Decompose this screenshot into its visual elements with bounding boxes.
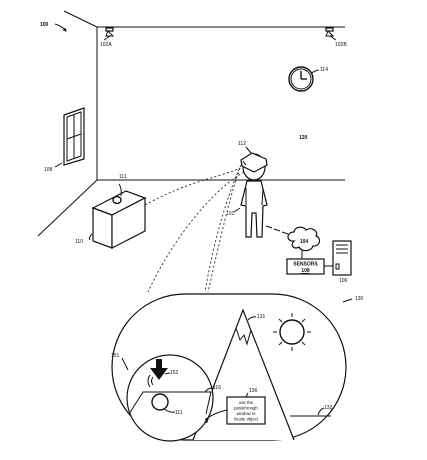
camera-a-leader <box>103 35 111 41</box>
object-in-view-ref: 111 <box>175 410 183 416</box>
view-projection-table <box>144 167 241 206</box>
user-leader <box>233 207 241 213</box>
notification-callout-line <box>204 409 228 421</box>
table-object-ref: 111 <box>119 174 127 180</box>
figure-ref: 100 <box>40 22 49 28</box>
figure-ref-arrow <box>54 23 67 32</box>
window-leader <box>54 162 63 168</box>
window-ref: 108 <box>44 167 53 173</box>
room-ref: 120 <box>299 135 308 141</box>
mountain-leader <box>247 316 257 321</box>
mountain-snowcap <box>235 327 252 346</box>
sun-icon <box>273 313 311 351</box>
computer-icon <box>332 240 352 276</box>
sensors-label: SENSORS <box>293 262 318 268</box>
notification-line-4: locate object <box>234 417 259 422</box>
passthrough-leader <box>121 357 129 371</box>
user-ref: 101 <box>226 211 235 217</box>
notification-line-3: window to <box>236 411 256 416</box>
horizon-ref: 132 <box>324 405 333 411</box>
table-object-leader <box>118 183 122 197</box>
view-projection-left <box>147 171 245 293</box>
user-figure <box>240 152 268 238</box>
notification-callout-arrow <box>204 418 209 423</box>
down-arrow-icon <box>150 359 168 380</box>
marker-leader <box>164 372 171 375</box>
camera-a-ref: 102A <box>100 42 112 48</box>
clock-ref: 114 <box>320 67 328 73</box>
sensors-ref: 108 <box>301 268 310 274</box>
view-projection-right <box>204 164 242 293</box>
notification-leader <box>245 392 249 398</box>
notification-line-1: use the <box>239 400 254 405</box>
floor-left-edge <box>37 179 98 237</box>
virtual-table-surface <box>128 391 212 415</box>
table-object-icon <box>112 195 122 205</box>
wireless-link <box>265 225 289 235</box>
table-ref: 110 <box>75 239 83 245</box>
network-ref: 104 <box>300 239 309 245</box>
table-box <box>91 190 147 249</box>
display-ref: 130 <box>355 296 364 302</box>
mountain-ref: 131 <box>257 314 266 320</box>
ceiling-corner-edge <box>63 10 98 28</box>
marker-ref: 152 <box>170 370 179 376</box>
display-leader <box>342 298 353 303</box>
table-leader <box>88 233 93 241</box>
headset-leader <box>245 146 252 154</box>
horizon-leader <box>317 407 325 416</box>
clock-leader <box>311 69 320 74</box>
window-icon <box>63 107 85 166</box>
virtual-surface-leader <box>204 387 213 393</box>
passthrough-ref: 151 <box>111 353 120 359</box>
notification-line-2: passthrough <box>234 406 258 411</box>
virtual-surface-ref: 116 <box>213 385 221 391</box>
computer-ref: 106 <box>339 278 348 284</box>
camera-b-ref: 102B <box>335 42 347 48</box>
object-in-view-icon <box>151 393 169 411</box>
camera-a-icon <box>105 27 115 37</box>
camera-b-leader <box>329 35 337 41</box>
network-cloud-icon <box>287 226 321 252</box>
passthrough-window <box>126 354 214 442</box>
notification-ref: 136 <box>249 388 258 394</box>
camera-b-icon <box>325 27 335 37</box>
room <box>37 10 345 237</box>
view-projection-inner <box>207 167 241 293</box>
object-in-view-leader <box>163 408 176 413</box>
headset-ref: 112 <box>238 141 246 147</box>
sound-waves-icon <box>147 374 154 388</box>
clock-icon <box>288 66 314 92</box>
